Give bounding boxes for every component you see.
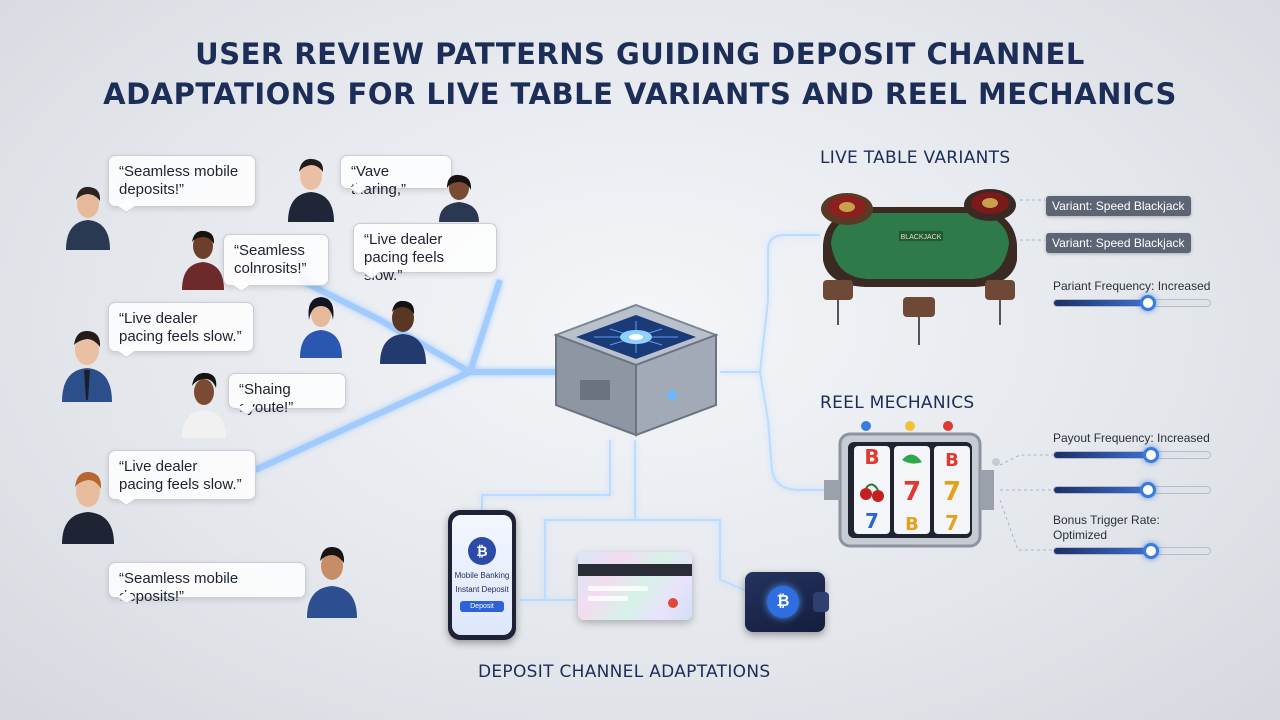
svg-text:B: B xyxy=(905,514,919,535)
review-text: “Live dealer pacing feels slow.” xyxy=(119,458,242,493)
crypto-coin-icon: ₿ xyxy=(767,586,799,618)
user-avatar-icon xyxy=(182,230,224,290)
slider-thumb[interactable] xyxy=(1139,295,1156,311)
reel-mechanic-slider[interactable] xyxy=(1053,482,1211,498)
user-avatar-icon xyxy=(182,372,226,438)
review-bubble-8: “Seamless mobile deposits!” xyxy=(108,562,306,605)
review-bubble-1: “Seamless mobile deposits!” xyxy=(108,155,256,207)
user-avatar-icon xyxy=(288,158,334,222)
slider-thumb[interactable] xyxy=(1139,482,1156,498)
review-text: “Live dealer pacing feels slow.” xyxy=(364,231,445,284)
reel-symbol: 7 xyxy=(903,477,921,507)
title-line-2: ADAPTATIONS FOR LIVE TABLE VARIANTS AND … xyxy=(103,77,1177,111)
slider-fill xyxy=(1054,300,1148,306)
user-avatar-icon xyxy=(62,330,112,402)
phone-brand: Mobile Banking xyxy=(454,571,510,580)
user-avatar-icon xyxy=(439,174,479,222)
review-bubble-7: “Live dealer pacing feels slow.” xyxy=(108,450,256,500)
bank-logo-icon: ₿ xyxy=(468,537,496,565)
svg-text:7: 7 xyxy=(865,509,879,533)
slider-thumb[interactable] xyxy=(1142,543,1159,559)
page-title: USER REVIEW PATTERNS GUIDING DEPOSIT CHA… xyxy=(0,34,1280,114)
smartphone-icon: ₿ Mobile Banking Instant Deposit Deposit xyxy=(448,510,516,640)
review-bubble-5: “Live dealer pacing feels slow.” xyxy=(108,302,254,352)
bonus-trigger-label: Bonus Trigger Rate: Optimized xyxy=(1053,513,1160,542)
svg-text:7: 7 xyxy=(945,511,959,535)
payout-frequency-label: Payout Frequency: Increased xyxy=(1053,431,1210,445)
card-number xyxy=(588,586,648,591)
variant-chip-1: Variant: Speed Blackjack xyxy=(1046,196,1191,216)
card-dot xyxy=(668,598,678,608)
review-text: “Shaing ayoute!” xyxy=(239,381,294,416)
title-line-1: USER REVIEW PATTERNS GUIDING DEPOSIT CHA… xyxy=(195,37,1085,71)
card-stripe xyxy=(578,564,692,576)
slot-machine-icon: B 7 7 B B 7 7 xyxy=(824,421,1000,548)
credit-card-icon xyxy=(578,552,692,620)
slider-thumb[interactable] xyxy=(1142,447,1159,463)
live-table-label: LIVE TABLE VARIANTS xyxy=(820,148,1011,168)
review-text: “Seamless mobile deposits!” xyxy=(119,570,239,605)
phone-line: Instant Deposit xyxy=(455,585,509,594)
review-text: “Live dealer pacing feels slow.” xyxy=(119,310,242,345)
reel-symbol: B xyxy=(945,450,959,471)
user-avatar-icon xyxy=(307,546,357,618)
slider-fill xyxy=(1054,548,1151,554)
deposit-button[interactable]: Deposit xyxy=(460,601,504,612)
bonus-trigger-slider[interactable] xyxy=(1053,543,1211,559)
review-text: “Seamless colnrosits!” xyxy=(234,242,307,277)
payout-frequency-slider[interactable] xyxy=(1053,447,1211,463)
review-bubble-4: “Live dealer pacing feels slow.” xyxy=(353,223,497,284)
review-bubble-6: “Shaing ayoute!” xyxy=(228,373,346,416)
review-bubble-3: “Seamless colnrosits!” xyxy=(223,234,329,286)
casino-table-icon: BLACKJACK xyxy=(821,189,1017,345)
reel-mechanics-label: REEL MECHANICS xyxy=(820,393,975,413)
wallet-flap xyxy=(813,592,829,612)
phone-screen: ₿ Mobile Banking Instant Deposit Deposit xyxy=(452,515,512,635)
variant-frequency-slider[interactable] xyxy=(1053,295,1211,311)
svg-text:7: 7 xyxy=(943,477,961,507)
review-text: “Seamless mobile deposits!” xyxy=(119,163,239,198)
user-avatar-icon xyxy=(300,297,342,358)
slider-fill xyxy=(1054,487,1148,493)
deposit-channel-label: DEPOSIT CHANNEL ADAPTATIONS xyxy=(478,662,771,682)
review-text: “Vave tharing,” xyxy=(351,163,407,198)
user-avatar-icon xyxy=(380,300,426,364)
user-avatar-icon xyxy=(62,471,114,544)
card-number-2 xyxy=(588,596,628,601)
review-bubble-2: “Vave tharing,” xyxy=(340,155,452,198)
processor-chip-icon xyxy=(553,303,719,437)
slider-fill xyxy=(1054,452,1151,458)
reel-symbol: B xyxy=(864,445,879,469)
variant-frequency-label: Pariant Frequency: Increased xyxy=(1053,279,1211,293)
crypto-wallet-icon: ₿ xyxy=(745,572,829,632)
user-avatar-icon xyxy=(66,186,110,250)
variant-chip-2: Variant: Speed Blackjack xyxy=(1046,233,1191,253)
table-sign: BLACKJACK xyxy=(901,234,942,241)
